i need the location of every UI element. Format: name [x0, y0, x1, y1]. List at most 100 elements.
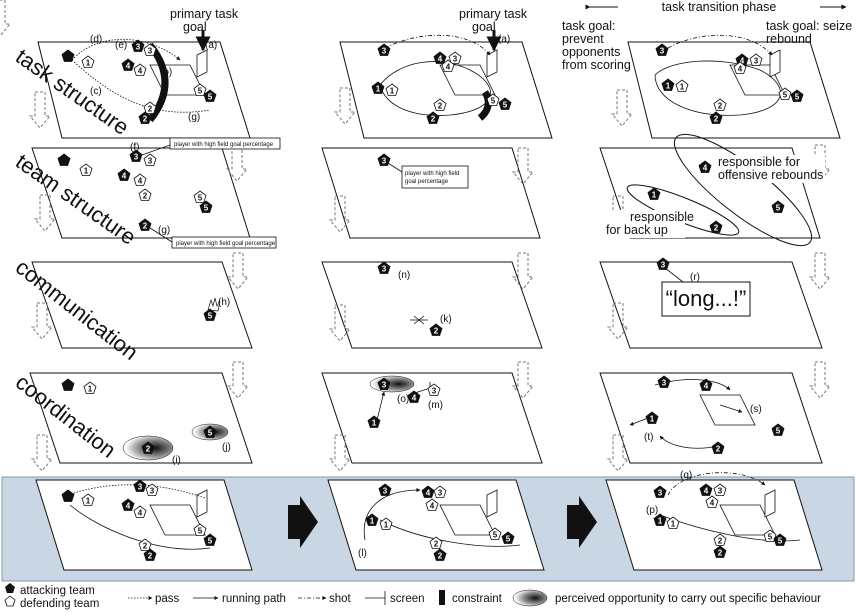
- label-n: (n): [398, 270, 410, 281]
- attacking-player-icon: 4: [407, 390, 421, 403]
- hand-icon: [207, 297, 221, 312]
- svg-text:3: 3: [134, 153, 139, 162]
- phase-title: task transition phase: [662, 0, 777, 14]
- attacking-player-icon: 4: [121, 498, 135, 511]
- defending-player-icon: 3: [427, 383, 441, 396]
- svg-text:5: 5: [208, 429, 213, 438]
- svg-text:3: 3: [662, 379, 667, 388]
- svg-text:2: 2: [438, 102, 443, 111]
- legend-attacking: attacking team: [20, 585, 95, 597]
- attacking-player-icon: 1: [367, 415, 381, 428]
- defending-player-icon: 1: [81, 493, 95, 506]
- plane-r5c3: [605, 479, 823, 571]
- defending-player-icon: 5: [193, 190, 207, 203]
- svg-text:2: 2: [718, 102, 723, 111]
- flow-arrow-icon: [226, 361, 250, 399]
- attacking-player-icon: 5: [498, 97, 512, 110]
- flow-arrow-icon: [333, 87, 357, 125]
- defending-player-icon: 2: [138, 538, 152, 551]
- defending-player-icon: 4: [441, 59, 455, 72]
- plane-r3c2: [321, 261, 543, 349]
- defending-player-icon: 3: [448, 51, 462, 64]
- responsible-label: offensive rebounds: [718, 168, 823, 182]
- plane-r4c3: [599, 372, 823, 464]
- svg-text:3: 3: [661, 261, 666, 270]
- svg-text:1: 1: [370, 517, 375, 526]
- svg-text:1: 1: [88, 385, 93, 394]
- flow-arrow-icon: [511, 361, 535, 399]
- defending-player-icon: 5: [488, 527, 502, 540]
- attacking-player-icon: 2: [713, 545, 727, 558]
- defending-player-icon: 2: [429, 536, 443, 549]
- svg-text:2: 2: [714, 224, 719, 233]
- defending-player-icon: 2: [143, 101, 157, 114]
- task-goal-label: task goal:: [562, 19, 616, 33]
- task-goal-label: from scoring: [562, 58, 631, 72]
- svg-text:3: 3: [658, 489, 663, 498]
- svg-text:5: 5: [783, 91, 788, 100]
- plane-r1c3: [627, 41, 841, 139]
- attacking-player-icon: 3: [378, 483, 392, 496]
- label-i: (i): [172, 455, 181, 466]
- attacking-player-icon: 5: [203, 533, 217, 546]
- svg-text:5: 5: [208, 93, 213, 102]
- attacking-player-icon: 5: [203, 89, 217, 102]
- svg-text:2: 2: [718, 549, 723, 558]
- attacking-player-icon: 3: [131, 39, 145, 52]
- defending-player-icon: 3: [143, 153, 157, 166]
- defending-player-icon: 1: [79, 163, 93, 176]
- svg-text:3: 3: [718, 487, 723, 496]
- attacking-player-icon: 4: [699, 378, 713, 391]
- attacking-player-icon: 2: [709, 220, 723, 233]
- svg-text:4: 4: [138, 67, 143, 76]
- svg-text:3: 3: [150, 487, 155, 496]
- svg-text:goal percentage: goal percentage: [405, 179, 449, 185]
- label-a: (a): [498, 34, 510, 45]
- attacking-player-icon: 1: [371, 81, 385, 94]
- flow-arrow-icon: [606, 434, 630, 472]
- svg-text:4: 4: [703, 164, 708, 173]
- svg-text:4: 4: [138, 177, 143, 186]
- defending-player-icon: 5: [763, 529, 777, 542]
- svg-text:3: 3: [136, 43, 141, 52]
- svg-text:3: 3: [382, 47, 387, 56]
- svg-text:4: 4: [710, 499, 715, 508]
- attacking-player-icon: 1: [365, 513, 379, 526]
- defending-player-icon: 3: [713, 483, 727, 496]
- defending-player-icon: 5: [193, 523, 207, 536]
- constraint-bar-icon: [477, 90, 492, 121]
- svg-text:3: 3: [148, 157, 153, 166]
- defending-player-icon: 2: [433, 98, 447, 111]
- attacking-player-icon: [61, 49, 75, 62]
- attacking-player-icon: 2: [433, 548, 447, 561]
- plane-r2c2: [321, 147, 541, 239]
- defending-player-icon: 1: [81, 55, 95, 68]
- attacking-player-icon: 4: [433, 51, 447, 64]
- defending-player-icon: 5: [778, 87, 792, 100]
- svg-text:5: 5: [776, 427, 781, 436]
- ellipse-opportunity-icon: [369, 375, 415, 393]
- primary-goal-label: primary task: [170, 7, 239, 21]
- defending-player-icon: 1: [666, 516, 680, 529]
- svg-text:1: 1: [86, 59, 91, 68]
- svg-text:4: 4: [704, 382, 709, 391]
- attacking-player-icon: 3: [377, 261, 391, 274]
- backboard-icon: [196, 49, 781, 518]
- task-goal-label: rebound: [766, 32, 812, 46]
- svg-text:3: 3: [148, 47, 153, 56]
- svg-text:5: 5: [503, 101, 508, 110]
- svg-text:4: 4: [412, 394, 417, 403]
- flow-arrow-icon: [28, 91, 52, 129]
- attacking-player-icon: 3: [655, 43, 669, 56]
- svg-text:3: 3: [660, 47, 665, 56]
- planes: [29, 41, 841, 571]
- label-c: (c): [90, 86, 102, 97]
- defending-player-icon: [4, 595, 16, 607]
- callout-col2: player with high field goal percentage: [387, 162, 469, 189]
- attacking-player-icon: 1: [647, 187, 661, 200]
- attacking-player-icon: 2: [429, 323, 443, 336]
- svg-text:3: 3: [754, 57, 759, 66]
- attacking-player-icon: 4: [699, 483, 713, 496]
- label-a: (a): [205, 40, 217, 51]
